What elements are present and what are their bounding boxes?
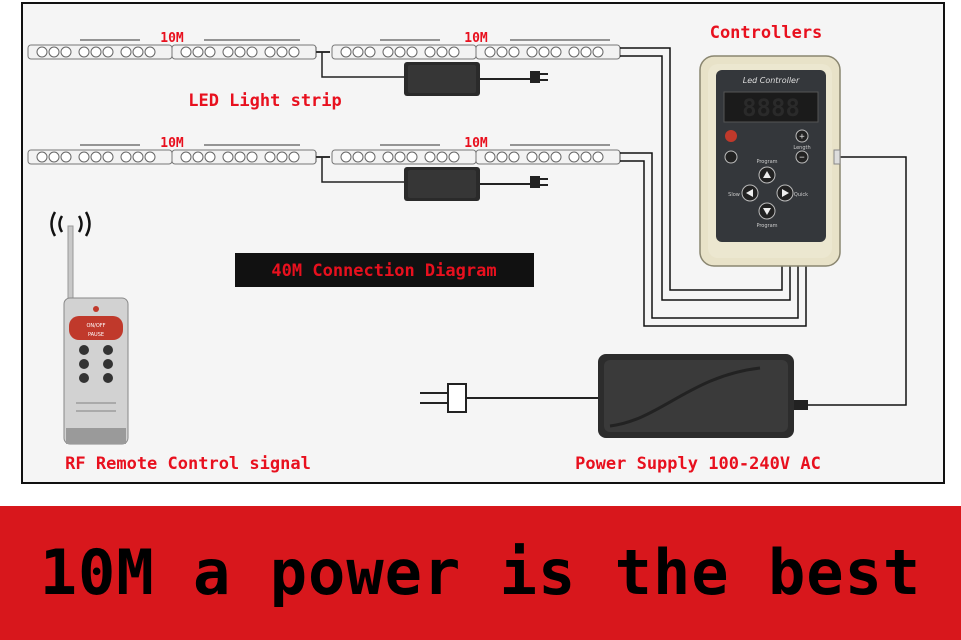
rf-remote-label: RF Remote Control signal <box>65 454 311 474</box>
remote-pause-label: PAUSE <box>88 332 104 338</box>
controller-wires <box>620 47 907 406</box>
controllers-label: Controllers <box>710 23 823 43</box>
amplifier-row-2 <box>404 167 480 201</box>
program-top-label: Program <box>756 159 777 165</box>
play-pause-icon <box>724 150 738 164</box>
bottom-banner: 10M a power is the best <box>0 506 961 640</box>
led-controller: Led Controller 8888 + Length − Program S… <box>699 55 841 267</box>
led-strip-row-2 <box>27 144 621 165</box>
segment-length-label: 10M <box>160 136 184 151</box>
svg-text:+: + <box>799 132 805 142</box>
minus-button-icon <box>795 150 809 164</box>
connection-title-box <box>235 253 534 287</box>
slow-label: Slow <box>728 192 740 198</box>
remote-antenna <box>67 225 74 301</box>
controller-title: Led Controller <box>743 76 800 85</box>
power-supply <box>598 354 808 438</box>
remote-on-off-label: ON/OFF <box>86 323 105 329</box>
plus-button-icon <box>795 129 809 143</box>
led-strip-label: LED Light strip <box>188 91 342 111</box>
controller-display: 8888 <box>742 94 800 122</box>
segment-length-label: 10M <box>464 31 488 46</box>
segment-length-label: 10M <box>464 136 488 151</box>
segment-length-label: 10M <box>160 31 184 46</box>
led-strip-row-1 <box>27 39 621 60</box>
quick-label: Quick <box>794 192 808 198</box>
power-supply-label: Power Supply 100-240V AC <box>575 454 821 474</box>
amplifier-row-1 <box>404 62 480 96</box>
connection-diagram-title: 40M Connection Diagram <box>271 261 496 281</box>
power-button-icon <box>725 130 737 142</box>
length-label: Length <box>793 145 810 151</box>
svg-text:−: − <box>799 153 805 163</box>
rf-remote: ON/OFF PAUSE <box>63 297 129 445</box>
banner-text: 10M a power is the best <box>39 536 922 609</box>
ac-plug-icon <box>420 383 598 413</box>
rf-signal-icon <box>50 211 91 237</box>
program-bottom-label: Program <box>756 223 777 229</box>
connection-diagram: 10M 10M LED Light strip 10M 10M Controll… <box>21 2 945 484</box>
